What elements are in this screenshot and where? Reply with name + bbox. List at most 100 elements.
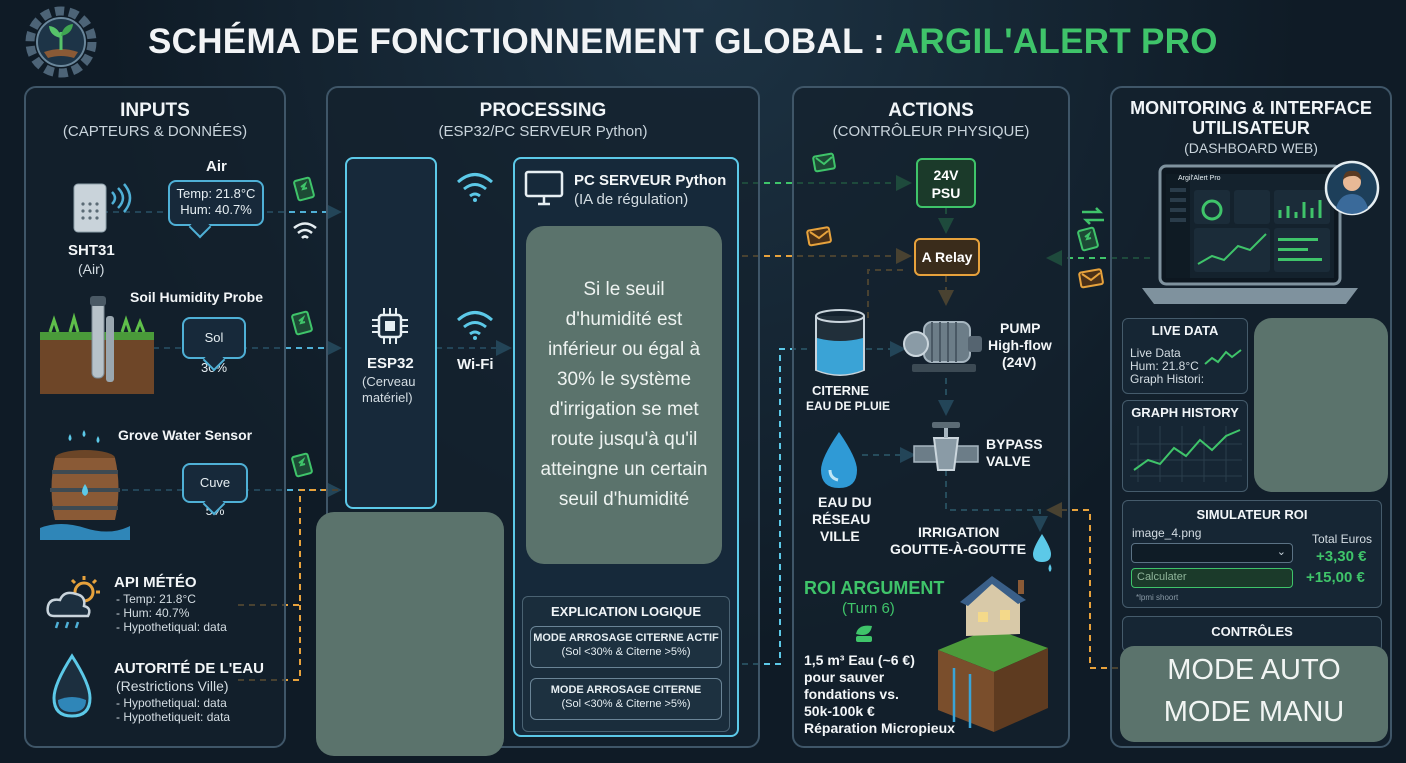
wifi-label: Wi-Fi [457,356,494,373]
irrigation-line-2: GOUTTE-À-GOUTTE [890,541,1027,557]
mode-citerne: MODE ARROSAGE CITERNE (Sol <30% & Citern… [530,678,722,720]
roi-line-1: 1,5 m³ Eau (~6 €) [804,652,915,668]
mode1-line-b: (Sol <30% & Citerne >5%) [561,646,691,658]
inputs-title: INPUTS [120,100,190,121]
air-reading-bubble: Temp: 21.8°C Hum: 40.7% [168,180,264,226]
actions-title: ACTIONS [888,100,974,121]
psu-line-1: 24V [933,167,959,183]
mode1-line-a: MODE ARROSAGE CITERNE ACTIF [533,632,719,644]
rain-tank-icon [815,309,865,376]
esp32-module [345,157,437,509]
monitoring-subtitle: (DASHBOARD WEB) [1184,140,1318,156]
weather-cloud-sun-icon [46,576,100,629]
irrigation-line-1: IRRIGATION [918,524,1000,540]
eau-title: AUTORITÉ DE L'EAU [114,660,264,677]
psu-24v: 24V PSU [916,158,976,208]
processing-title: PROCESSING [479,100,607,121]
meteo-title: API MÉTÉO [114,574,197,591]
esp32-name: ESP32 [367,355,414,372]
esp32-sub-2: matériel) [362,390,413,405]
meteo-line-3: - Hypothetiqual: data [116,620,227,634]
wifi-icon-mid [457,311,493,340]
roi-total-label: Total Euros [1312,532,1373,546]
mode-auto-button[interactable]: MODE AUTO [1167,654,1341,686]
roi-footnote: *lpmi shoort [1136,593,1179,602]
live-sparkline [1204,349,1242,365]
money-leaf-icon [856,625,872,642]
mode-manu-button[interactable]: MODE MANU [1163,696,1345,728]
roi-argument-title: ROI ARGUMENT [804,578,945,598]
roi-simulator-title: SIMULATEUR ROI [1196,507,1308,522]
citerne-line-2: EAU DE PLUIE [806,399,891,413]
wifi-icon-top [457,173,493,202]
air-temp: Temp: 21.8°C [176,186,256,201]
user-avatar-icon [1324,160,1380,216]
roi-line-5: Réparation Micropieux [804,720,955,736]
meteo-line-1: - Temp: 21.8°C [116,592,196,606]
eau-reseau-line-2: RÉSEAU [812,511,871,527]
roi-calculate-input[interactable]: Calculater [1131,568,1293,588]
esp32-sub-1: (Cerveau [362,374,416,389]
pump-line-3: (24V) [1002,354,1037,370]
roi-line-3: fondations vs. [804,686,899,702]
air-hum: Hum: 40.7% [180,202,252,217]
meteo-line-2: - Hum: 40.7% [116,606,190,620]
mode2-line-a: MODE ARROSAGE CITERNE [550,684,702,696]
page-title: SCHÉMA DE FONCTIONNEMENT GLOBAL : ARGIL'… [148,22,1218,62]
city-water-drop-icon [821,432,857,488]
roi-line-4: 50k-100k € [804,703,875,719]
roi-file-label: image_4.png [1132,526,1202,540]
live-line-2: Hum: 21.8°C [1130,359,1199,373]
roi-calc-placeholder: Calculater [1137,571,1187,583]
mode-citerne-actif: MODE ARROSAGE CITERNE ACTIF (Sol <30% & … [530,626,722,668]
regulation-rule-text: Si le seuil d'humidité est inférieur ou … [540,279,708,510]
roi-line-2: pour sauver [804,669,885,685]
water-barrel-icon [40,430,130,540]
eau-sub: (Restrictions Ville) [116,678,229,694]
bypass-line-2: VALVE [986,453,1031,469]
live-data-title: LIVE DATA [1151,323,1219,338]
logic-title: EXPLICATION LOGIQUE [551,604,701,619]
data-packet-icon-2 [291,310,313,336]
eau-reseau-line-3: VILLE [820,528,860,544]
wifi-icon-small [293,222,317,239]
soil-label: Soil Humidity Probe [130,289,264,305]
regulation-rule-box: Si le seuil d'humidité est inférieur ou … [526,226,722,564]
title-accent: ARGIL'ALERT PRO [893,22,1218,61]
masked-region-right [1254,318,1388,492]
sht31-sub: (Air) [78,261,105,277]
house-foundation-icon [938,576,1048,732]
laptop-dashboard-icon [1142,164,1358,304]
live-line-3: Graph Histori: [1130,372,1205,386]
graph-history-chart [1130,426,1242,482]
live-data-card: LIVE DATA [1122,318,1248,394]
citerne-line-1: CITERNE [812,383,870,398]
pc-server-sub: (IA de régulation) [574,191,689,208]
bypass-line-1: BYPASS [986,436,1043,452]
psu-line-2: PSU [931,185,961,201]
eau-line-2: - Hypothetiqueit: data [116,710,231,724]
eau-reseau-line-1: EAU DU [818,494,872,510]
bypass-valve-icon [913,422,979,471]
soil-reading: Sol 30% [200,330,228,375]
sync-arrows-icon [1082,207,1104,225]
water-drop-icon [52,653,92,718]
monitoring-title-2: UTILISATEUR [1192,118,1310,138]
roi-select[interactable]: ⌄ [1131,543,1293,563]
pump-line-2: High-flow [988,337,1052,353]
relay-box: A Relay [914,238,980,276]
mode2-line-b: (Sol <30% & Citerne >5%) [561,698,691,710]
graph-history-title: GRAPH HISTORY [1131,405,1239,420]
mode-buttons-block: MODE AUTO MODE MANU [1120,646,1388,742]
data-packet-icon-4 [1077,226,1099,252]
live-line-1: Live Data [1130,346,1181,360]
chevron-down-icon: ⌄ [1276,546,1286,558]
envelope-icon-green [812,152,836,173]
roi-total-2: +15,00 € [1306,569,1365,586]
pc-server-title: PC SERVEUR Python [574,172,727,189]
air-label: Air [206,158,227,175]
roi-argument-sub: (Turn 6) [842,600,895,617]
monitoring-title-1: MONITORING & INTERFACE [1130,98,1372,118]
masked-region-left [316,512,504,756]
water-reading-bubble: Cuve 5% [182,463,248,518]
